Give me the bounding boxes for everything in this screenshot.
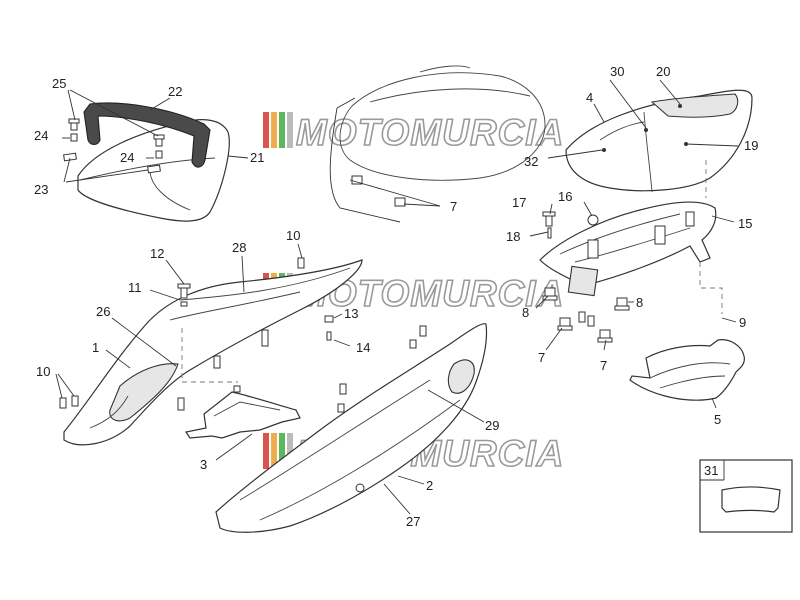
callout-8b: 8 [522, 305, 529, 320]
callout-15: 15 [738, 216, 752, 231]
leader-lines [55, 79, 739, 515]
callout-21: 21 [250, 150, 264, 165]
callout-31: 31 [704, 463, 718, 478]
callout-7b: 7 [538, 350, 545, 365]
undertray [629, 339, 745, 401]
callout-7a: 7 [450, 199, 457, 214]
callout-30: 30 [610, 64, 624, 79]
callout-2: 2 [426, 478, 433, 493]
callout-7c: 7 [600, 358, 607, 373]
callout-22: 22 [168, 84, 182, 99]
callout-26: 26 [96, 304, 110, 319]
callout-19: 19 [744, 138, 758, 153]
callout-18: 18 [506, 229, 520, 244]
left-tail-panel [63, 259, 363, 446]
callout-11: 11 [128, 280, 142, 295]
callout-24b: 24 [120, 150, 134, 165]
callout-14: 14 [356, 340, 370, 355]
callout-20: 20 [656, 64, 670, 79]
callout-1: 1 [92, 340, 99, 355]
callout-13: 13 [344, 306, 358, 321]
fasteners-right [542, 211, 723, 343]
callout-labels: 25 22 24 24 21 23 7 30 20 4 32 19 17 16 … [34, 64, 758, 529]
callout-16: 16 [558, 189, 572, 204]
rider-seat [329, 65, 546, 223]
callout-28: 28 [232, 240, 246, 255]
callout-3: 3 [200, 457, 207, 472]
bolt-25b [153, 134, 165, 159]
callout-24a: 24 [34, 128, 48, 143]
callout-32: 32 [524, 154, 538, 169]
callout-25: 25 [52, 76, 66, 91]
watermark-text-top: MOTOMURCIA [296, 112, 564, 153]
fasteners-left [59, 257, 427, 413]
callout-5: 5 [714, 412, 721, 427]
callout-8a: 8 [636, 295, 643, 310]
callout-29: 29 [485, 418, 499, 433]
seat-cowl [565, 89, 753, 198]
grab-handle [83, 102, 211, 168]
callout-10b: 10 [36, 364, 50, 379]
callout-17: 17 [512, 195, 526, 210]
callout-23: 23 [34, 182, 48, 197]
callout-9: 9 [739, 315, 746, 330]
callout-12: 12 [150, 246, 164, 261]
center-bracket [185, 385, 301, 439]
inset-31: 31 [699, 459, 793, 533]
callout-27: 27 [406, 514, 420, 529]
bolt-25a [68, 118, 80, 142]
callout-10a: 10 [286, 228, 300, 243]
rear-subframe [539, 201, 717, 297]
callout-4: 4 [586, 90, 593, 105]
watermark-top: MOTOMURCIA [263, 111, 564, 154]
right-tail-panel [215, 323, 488, 533]
